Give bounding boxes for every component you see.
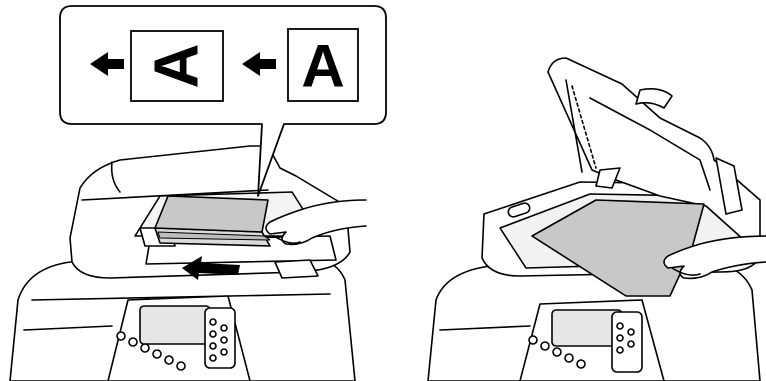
original-card-rotated [130, 30, 224, 102]
printer-platen-right [427, 57, 766, 381]
control-panel [519, 299, 665, 381]
feed-arrow-icon [182, 256, 240, 280]
left-arrow-icon [242, 52, 276, 76]
letter-a-upright: A [301, 33, 344, 100]
original-document-stack [154, 195, 271, 247]
control-panel [107, 295, 251, 381]
hand-right [663, 235, 766, 280]
orientation-callout: A A [59, 5, 387, 197]
printer-adf-left [9, 145, 367, 381]
original-card-upright [287, 28, 359, 102]
panel-buttons [611, 311, 643, 373]
letter-a-rotated: A [143, 44, 212, 89]
hand-left [265, 199, 367, 246]
left-arrow-icon [90, 52, 124, 76]
touch-screen [139, 305, 211, 345]
